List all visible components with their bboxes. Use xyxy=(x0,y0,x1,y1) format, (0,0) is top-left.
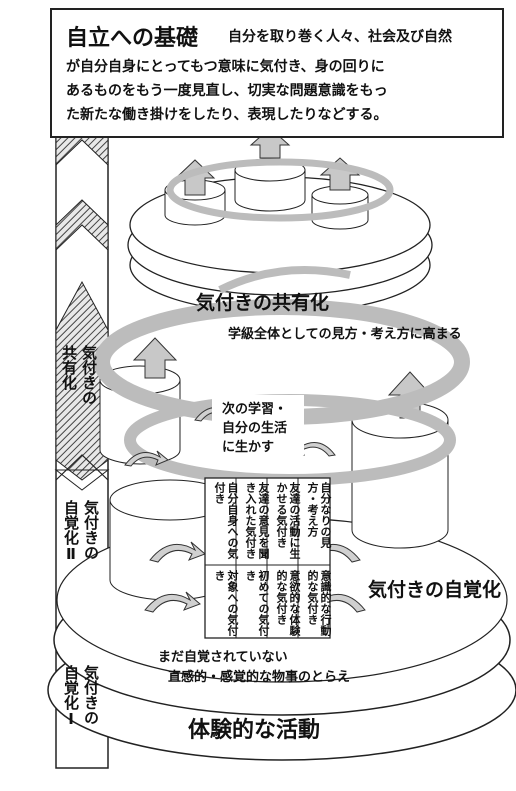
upper-platform xyxy=(127,158,433,314)
title-heading: 自立への基礎 xyxy=(66,26,199,51)
grid-cell: 友達の意見を聞き入れた気付き xyxy=(244,482,270,559)
title-line-1: 自分を取り巻く人々、社会及び自然 xyxy=(228,29,452,45)
side-stage-2-line-2: 自覚化Ⅱ xyxy=(62,500,80,563)
side-stage-3-line-2: 自覚化Ⅰ xyxy=(62,665,80,728)
grid-cell: 自分なりの見方・考え方 xyxy=(306,482,332,548)
awareness-grid xyxy=(204,477,331,639)
awareness-label: 気付きの自覚化 xyxy=(368,579,502,601)
side-stage-3-line-1: 気付きの xyxy=(82,665,100,725)
title-line-2: が自分自身にとってもつ意味に気付き、身の回りに xyxy=(66,59,385,75)
grid-cell: 自分自身への気付き xyxy=(213,482,239,559)
grid-cell: 意識的な行動的な気付き xyxy=(306,570,332,636)
next-learning-box xyxy=(212,395,304,455)
title-box xyxy=(50,8,504,138)
sharing-sub-label: 学級全体としての見方・考え方に高まる xyxy=(228,327,462,342)
intuitive-label: 直感的・感覚的な物事のとらえ xyxy=(168,670,351,685)
activity-label: 体験的な活動 xyxy=(188,718,321,743)
side-stage-2-line-1: 気付きの xyxy=(82,500,100,560)
next-learning-line-3: に生かす xyxy=(222,440,275,455)
next-learning-line-1: 次の学習・ xyxy=(222,402,288,417)
grid-cell: 初めての気付き xyxy=(244,570,270,636)
grid-cell: 対象への気付き xyxy=(213,570,239,636)
title-line-3: あるものをもう一度見直し、切実な問題意識をもっ xyxy=(66,83,388,99)
unaware-label: まだ自覚されていない xyxy=(158,650,288,665)
grid-cell: 友達の活動に生かせる気付き xyxy=(275,482,301,559)
grid-cell: 意欲的な体験的な気付き xyxy=(275,570,301,636)
side-stage-1-line-1: 気付きの xyxy=(80,345,98,405)
sharing-label: 気付きの共有化 xyxy=(196,292,330,314)
title-line-4: た新たな働き掛けをしたり、表現したりなどする。 xyxy=(66,107,388,123)
next-learning-line-2: 自分の生活 xyxy=(222,421,288,436)
side-stage-1-line-2: 共有化 xyxy=(60,345,78,390)
